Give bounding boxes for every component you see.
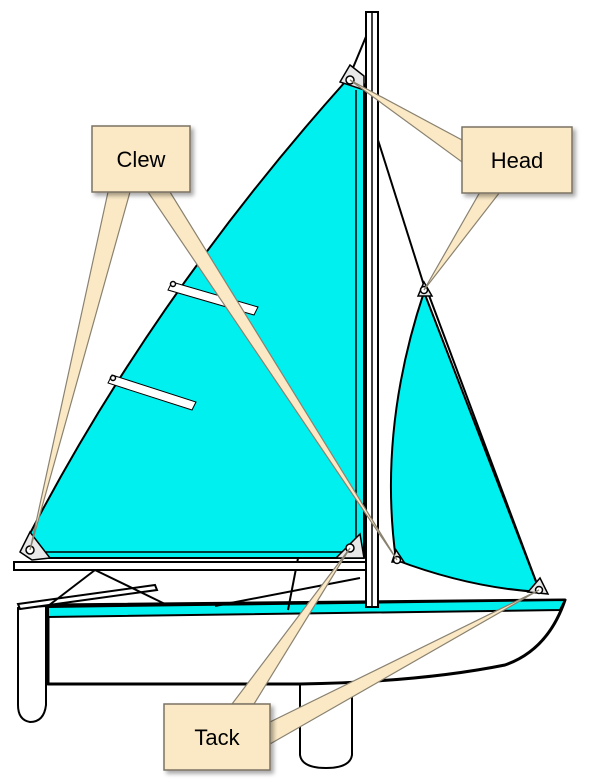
head-label-text: Head: [491, 148, 544, 173]
mainsheet-2: [94, 569, 166, 605]
mainsheet: [47, 569, 96, 607]
tack-label: Tack: [163, 703, 271, 771]
hull: [46, 598, 567, 686]
jib: [389, 291, 541, 593]
forestay: [377, 139, 428, 296]
head-label: Head: [461, 126, 573, 194]
tack-label-text: Tack: [194, 725, 240, 750]
mainsail: [22, 74, 365, 559]
clew-label: Clew: [91, 125, 191, 193]
jib-sheet: [214, 577, 361, 607]
boom: [13, 561, 367, 571]
batten-lower: [107, 374, 197, 411]
rudder: [17, 604, 47, 724]
clew-label-text: Clew: [117, 147, 166, 172]
head-pointer-jib: [423, 191, 502, 291]
